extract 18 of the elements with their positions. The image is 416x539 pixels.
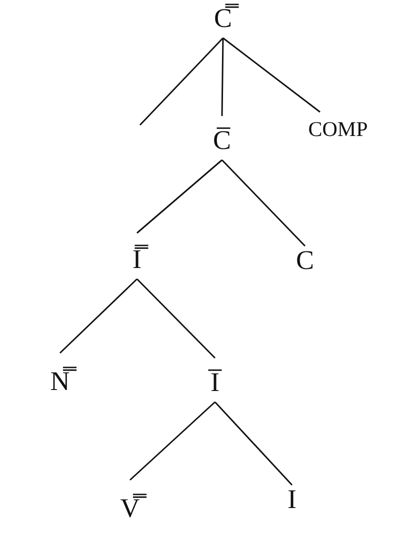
tree-node-label: C̅ [205, 116, 239, 160]
tree-branch [59, 278, 138, 354]
tree-node-label: COMP [300, 112, 376, 144]
tree-node-label: C [290, 246, 320, 280]
tree-branch [214, 401, 293, 486]
tree-node-label: V̿ [111, 480, 149, 528]
tree-node-label: N̿ [41, 353, 79, 401]
tree-branch [130, 401, 216, 481]
tree-branch [221, 38, 224, 116]
tree-node-label: I̿ [120, 233, 154, 279]
tree-branch [136, 278, 216, 359]
tree-branch [221, 159, 306, 247]
tree-node-label: C̿ [206, 0, 240, 38]
tree-branch [139, 37, 224, 126]
tree-node-label: I [279, 485, 305, 519]
tree-branch [222, 37, 320, 113]
tree-branch [136, 159, 222, 234]
tree-node-label: I̅ [198, 358, 232, 402]
